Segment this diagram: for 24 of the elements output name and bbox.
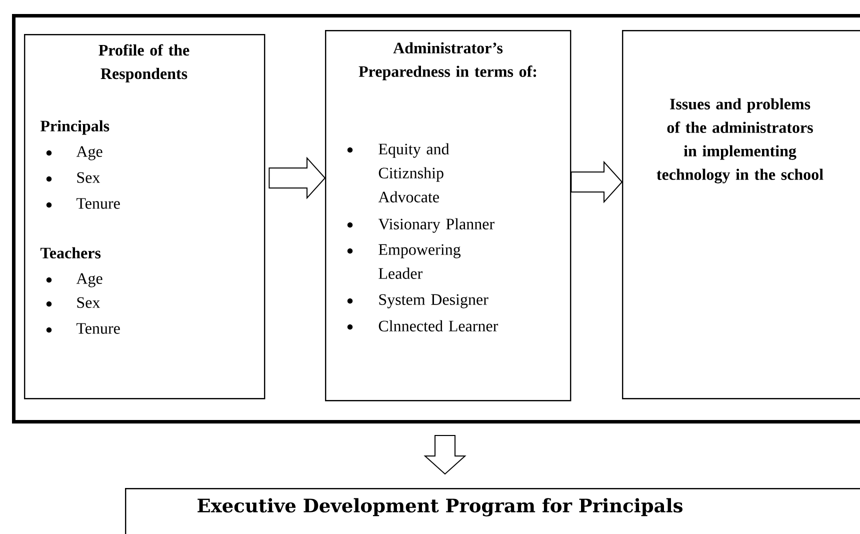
process-box (622, 30, 860, 400)
process-box (325, 30, 572, 402)
subheading: Principals (40, 120, 110, 135)
list-item: Visionary Planner (347, 218, 494, 233)
process-box (125, 488, 860, 534)
block-arrow (570, 160, 623, 204)
list-item: Equity and Citiznship Advocate (347, 143, 450, 202)
list-item: Clnnected Learner (347, 320, 498, 332)
title: Executive Development Program for Principals (198, 498, 682, 516)
list-item: Empowering Leader (347, 244, 461, 279)
subheading: Teachers (40, 247, 101, 258)
process-box (24, 34, 266, 400)
block-arrow (424, 435, 466, 475)
list-item: Tenure (46, 323, 120, 334)
heading: Issues and problems of the administrators in implementing technology in the school (656, 98, 824, 184)
list-item: Sex (46, 297, 100, 308)
list-item: Tenure (46, 198, 120, 209)
heading: Administrator’s Preparedness in terms of: (358, 42, 536, 80)
block-arrow (268, 156, 326, 200)
list-item: Sex (46, 172, 100, 183)
heading: Profile of the Respondents (98, 44, 190, 82)
list-item: Age (46, 146, 102, 160)
list-item: System Designer (347, 294, 488, 308)
list-item: Age (46, 273, 102, 288)
